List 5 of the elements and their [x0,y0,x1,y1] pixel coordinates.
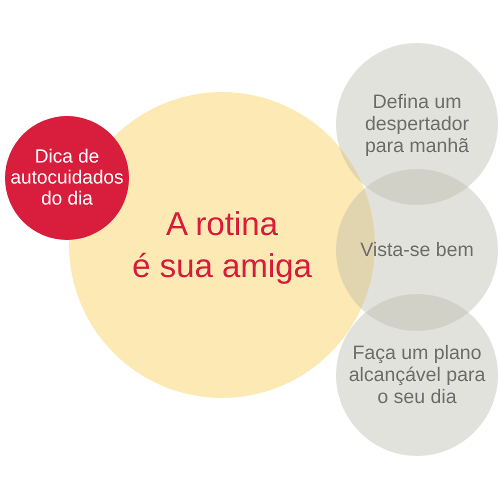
tip-text: Dica de autocuidados do dia [9,146,125,210]
step-text: Defina um despertador para manhã [364,91,470,157]
step-text: Vista-se bem [360,239,474,261]
step-text: Faça um plano alcançável para o seu dia [348,342,486,408]
theme-heading: A rotina é sua amiga [132,204,312,286]
